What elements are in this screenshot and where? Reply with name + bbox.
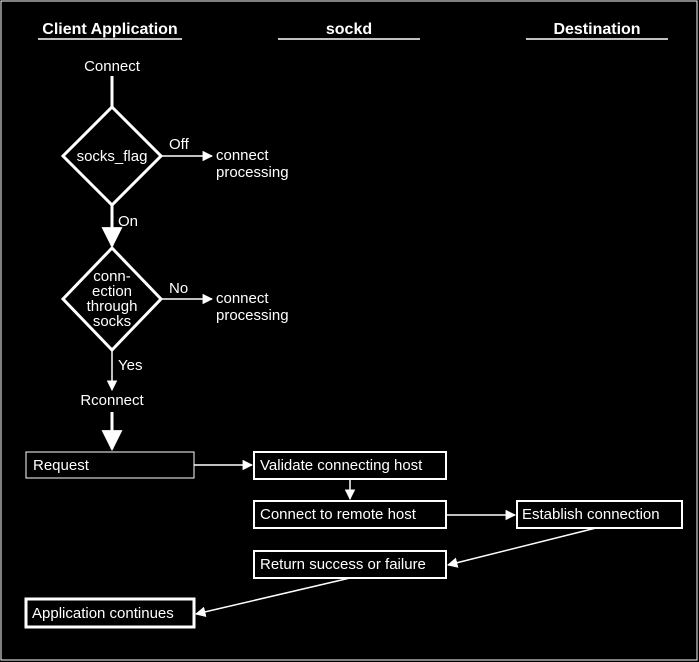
- validate-label: Validate connecting host: [260, 457, 423, 474]
- connect-processing-2-line1: connect: [216, 290, 269, 307]
- header-destination: Destination: [553, 21, 640, 38]
- decision2-label-line2: ection: [92, 283, 132, 300]
- no-label: No: [169, 280, 188, 297]
- establish-box: [516, 500, 683, 529]
- header-sockd: sockd: [326, 21, 372, 38]
- yes-label: Yes: [118, 357, 142, 374]
- return-to-app-arrow: [194, 577, 351, 617]
- decision2-label-line3: through: [87, 298, 138, 315]
- connect-label: Connect: [84, 58, 141, 75]
- connect-processing-1-line1: connect: [216, 147, 269, 164]
- connect-processing-1-line2: processing: [216, 164, 289, 181]
- return-label: Return success or failure: [260, 556, 426, 573]
- establish-to-return-arrow: [446, 527, 597, 568]
- establish-label: Establish connection: [522, 506, 660, 523]
- off-label: Off: [169, 136, 190, 153]
- decision-socks-flag-label: socks_flag: [77, 148, 148, 165]
- rconnect-label: Rconnect: [80, 392, 144, 409]
- decision2-label-line4: socks: [93, 313, 131, 330]
- on-label: On: [118, 213, 138, 230]
- app-continues-label: Application continues: [32, 605, 174, 622]
- app-continues-box: [24, 597, 196, 629]
- decision2-label-line1: conn-: [93, 268, 131, 285]
- request-label: Request: [33, 457, 90, 474]
- connect-remote-label: Connect to remote host: [260, 506, 417, 523]
- connect-processing-2-line2: processing: [216, 307, 289, 324]
- header-client-application: Client Application: [42, 21, 177, 38]
